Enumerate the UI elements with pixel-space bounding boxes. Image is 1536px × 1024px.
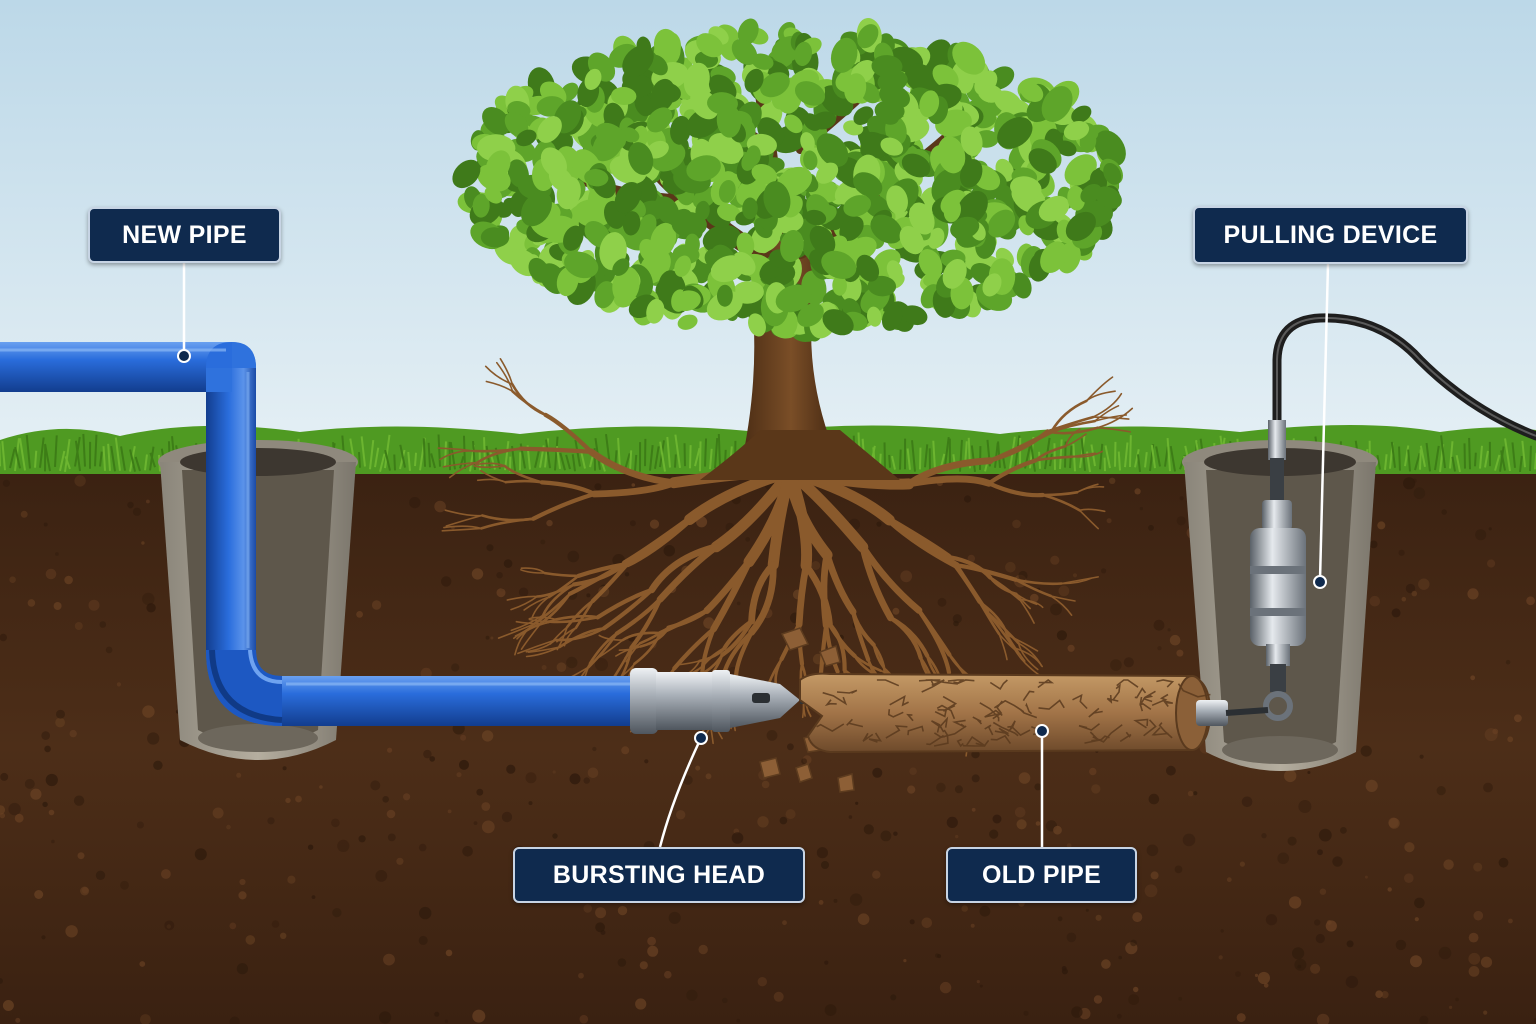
- tree-icon: [452, 17, 1126, 480]
- label-old-pipe: OLD PIPE: [946, 847, 1137, 903]
- new-pipe-icon: [0, 342, 640, 726]
- pipe-fragments: [759, 627, 855, 793]
- label-bursting-head: BURSTING HEAD: [513, 847, 805, 903]
- bursting-head-icon: [630, 668, 845, 734]
- old-pipe-icon: [799, 672, 1212, 754]
- leader-lines: [177, 263, 1330, 848]
- label-pulling-device: PULLING DEVICE: [1193, 206, 1468, 264]
- tree-canopy: [452, 17, 1126, 342]
- label-new-pipe: NEW PIPE: [88, 207, 281, 263]
- pulling-device-icon: [1196, 420, 1306, 726]
